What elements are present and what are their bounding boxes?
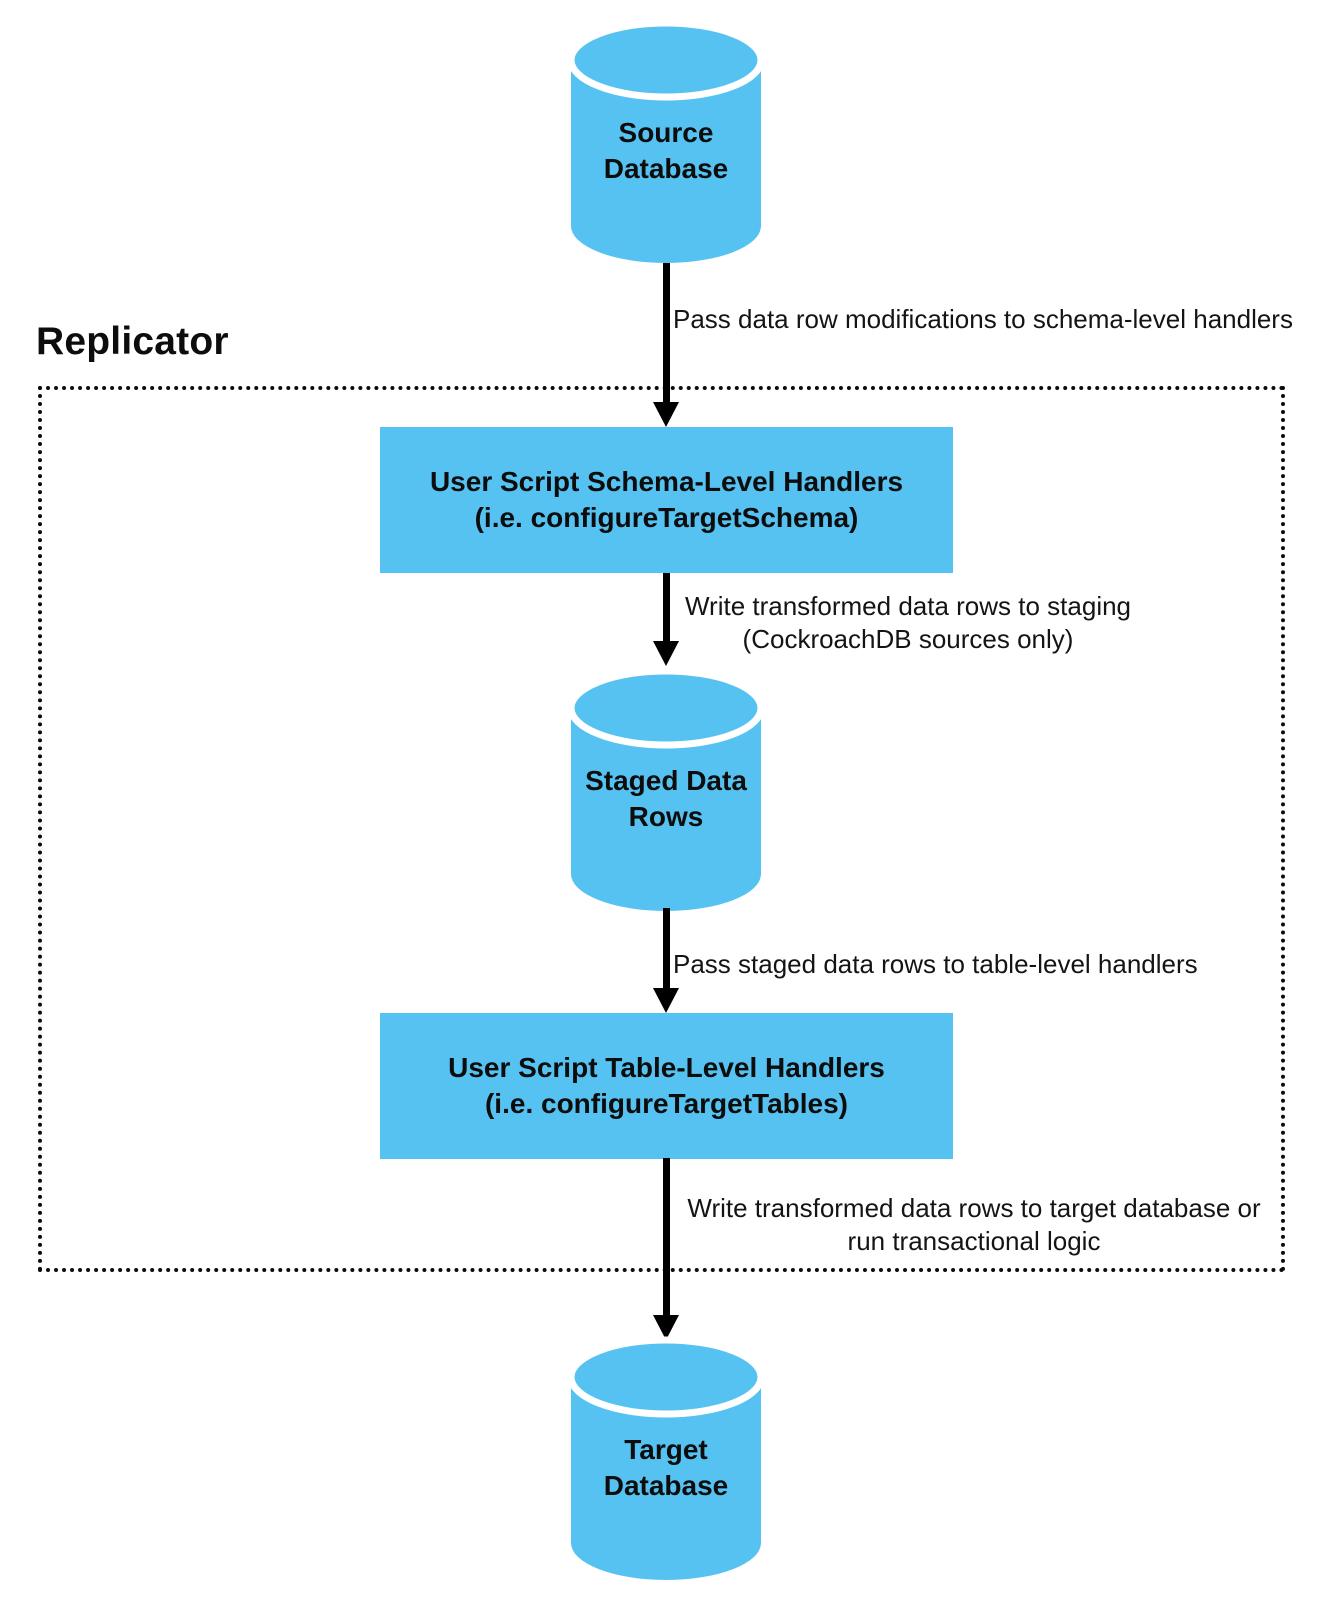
node-label-table-level-handlers: User Script Table-Level Handlers (i.e. c… [448,1052,885,1119]
arrowhead-down-icon [653,1315,679,1340]
arrowhead-down-icon [653,402,679,427]
edge-label-pass-staged-rows: Pass staged data rows to table-level han… [673,949,1198,979]
arrowhead-down-icon [653,641,679,666]
node-schema-level-handlers: User Script Schema-Level Handlers (i.e. … [380,427,953,573]
node-source-database: Source Database [567,19,765,265]
node-target-database: Target Database [567,1336,765,1582]
node-staged-data-rows: Staged Data Rows [567,667,765,913]
arrow-shaft [662,908,670,991]
arrow-shaft [662,1158,670,1318]
node-label-schema-level-handlers: User Script Schema-Level Handlers (i.e. … [429,466,904,533]
database-cylinder-icon [567,1336,765,1580]
arrow-schema-handlers-to-staged [653,573,679,666]
database-cylinder-icon [567,19,765,263]
replicator-group-label: Replicator [36,320,229,363]
arrow-staged-to-table-handlers [653,908,679,1013]
arrow-table-handlers-to-target [653,1158,679,1340]
node-label-target-database: Target Database [603,1434,729,1501]
arrowhead-down-icon [653,988,679,1013]
database-cylinder-icon [567,667,765,911]
node-table-level-handlers: User Script Table-Level Handlers (i.e. c… [380,1013,953,1159]
replicator-boundary-box [38,386,1285,1272]
edge-label-write-to-target: Write transformed data rows to target da… [687,1193,1261,1256]
edge-label-write-to-staging: Write transformed data rows to staging (… [684,591,1132,654]
edge-label-pass-row-modifications: Pass data row modifications to schema-le… [673,304,1293,334]
arrow-shaft [662,263,670,405]
arrow-source-to-schema-handlers [653,263,679,427]
node-label-source-database: Source Database [603,117,729,184]
arrow-shaft [662,573,670,644]
node-label-staged-data-rows: Staged Data Rows [585,765,747,832]
